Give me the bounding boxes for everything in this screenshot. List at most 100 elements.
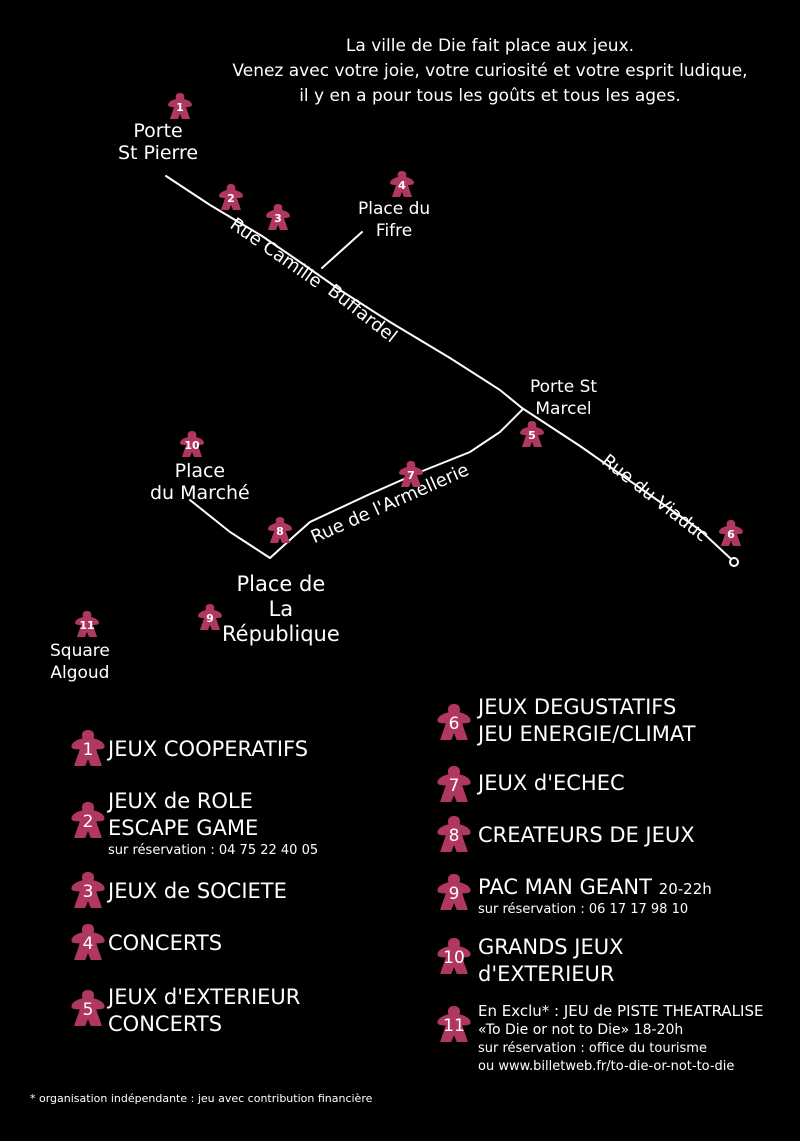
label-line: St Pierre: [118, 142, 199, 164]
label-line: Algoud: [50, 663, 110, 683]
label-line: La: [268, 597, 294, 621]
legend-text: «To Die or not to Die» 18-20h: [478, 1022, 684, 1038]
legend-subtext: sur réservation : office du tourisme: [478, 1041, 707, 1056]
meeple-icon: [198, 604, 222, 630]
label-line: Marcel: [535, 399, 592, 419]
meeple-icon: [180, 431, 204, 457]
legend-number: 11: [443, 1016, 465, 1036]
label-place-republique: Place de La République: [222, 572, 340, 647]
legend-item-9: PAC MAN GEANT 20-22h sur réservation : 0…: [478, 874, 712, 919]
legend-item-4: CONCERTS: [108, 930, 222, 957]
legend-number: 8: [448, 826, 460, 846]
intro-line: La ville de Die fait place aux jeux.: [345, 36, 635, 56]
label-line: République: [222, 622, 340, 646]
pin-number: 2: [227, 192, 235, 205]
label-line: Place de: [236, 572, 326, 596]
meeple-icon: [437, 816, 471, 852]
legend-subtext: sur réservation : 06 17 17 98 10: [478, 902, 689, 917]
legend-text: d'EXTERIEUR: [478, 962, 615, 986]
legend-number: 10: [443, 948, 465, 968]
legend-pin-11: 11: [436, 1004, 472, 1044]
label-line: Square: [50, 641, 110, 661]
legend-pin-7: 7: [436, 764, 472, 804]
legend-pin-6: 6: [436, 702, 472, 742]
map-pin-7: 7: [398, 460, 424, 488]
legend-text: JEUX COOPERATIFS: [108, 737, 309, 761]
meeple-icon: [71, 924, 105, 960]
pin-number: 3: [274, 212, 282, 225]
map-pin-6: 6: [718, 519, 744, 547]
legend-item-3: JEUX de SOCIETE: [108, 878, 287, 905]
legend-text: JEUX d'EXTERIEUR: [108, 985, 301, 1009]
legend-item-10: GRANDS JEUX d'EXTERIEUR: [478, 934, 623, 988]
meeple-icon: [437, 766, 471, 802]
legend-number: 6: [448, 714, 460, 734]
meeple-icon: [71, 730, 105, 766]
legend-text: JEUX DEGUSTATIFS: [478, 695, 677, 719]
legend-text: CONCERTS: [108, 931, 223, 955]
legend-pin-4: 4: [70, 922, 106, 962]
intro-line: il y en a pour tous les goûts et tous le…: [299, 86, 681, 106]
legend-item-2: JEUX de ROLE ESCAPE GAME sur réservation…: [108, 788, 318, 860]
label-line: Place: [174, 460, 226, 482]
meeple-icon: [437, 704, 471, 740]
pin-number: 5: [528, 429, 536, 442]
legend-pin-9: 9: [436, 872, 472, 912]
legend-item-6: JEUX DEGUSTATIFS JEU ENERGIE/CLIMAT: [478, 694, 695, 748]
legend-text: JEUX de SOCIETE: [108, 879, 287, 903]
legend-text: CREATEURS DE JEUX: [478, 823, 695, 847]
pin-number: 4: [398, 179, 406, 192]
map-pin-5: 5: [519, 420, 545, 448]
meeple-icon: [71, 990, 105, 1026]
label-square-algoud: Square Algoud: [50, 640, 110, 684]
label-line: Place du: [358, 199, 431, 219]
legend-pin-5: 5: [70, 988, 106, 1028]
meeple-icon: [437, 1006, 471, 1042]
legend-pin-2: 2: [70, 800, 106, 840]
street-line-camille-buffardel: [165, 175, 523, 409]
meeple-icon: [168, 93, 192, 119]
meeple-icon: [437, 874, 471, 910]
legend-number: 1: [82, 740, 94, 760]
legend-text: PAC MAN GEANT: [478, 875, 652, 899]
map-pin-4: 4: [389, 170, 415, 198]
pin-number: 6: [727, 528, 735, 541]
legend-number: 4: [82, 934, 94, 954]
label-line: Porte St: [530, 377, 598, 397]
legend-pin-1: 1: [70, 728, 106, 768]
street-line-armellerie: [269, 409, 523, 559]
meeple-icon: [390, 171, 414, 197]
map-pin-11: 11: [74, 610, 100, 638]
legend-item-7: JEUX d'ECHEC: [478, 770, 625, 797]
meeple-icon: [266, 204, 290, 230]
meeple-icon: [719, 520, 743, 546]
intro-text: La ville de Die fait place aux jeux. Ven…: [210, 34, 770, 109]
legend-item-8: CREATEURS DE JEUX: [478, 822, 695, 849]
meeple-icon: [71, 872, 105, 908]
legend-item-5: JEUX d'EXTERIEUR CONCERTS: [108, 984, 300, 1038]
footnote: * organisation indépendante : jeu avec c…: [30, 1092, 373, 1105]
label-place-du-marche: Place du Marché: [150, 460, 250, 504]
label-line: du Marché: [150, 482, 250, 504]
street-line-marche: [189, 499, 271, 559]
label-place-du-fifre: Place du Fifre: [358, 198, 430, 242]
legend-item-11: En Exclu* : JEU de PISTE THEATRALISE «To…: [478, 1002, 763, 1076]
map-pin-3: 3: [265, 203, 291, 231]
legend-pin-8: 8: [436, 814, 472, 854]
legend-text: JEUX de ROLE: [108, 789, 253, 813]
legend-text: CONCERTS: [108, 1012, 223, 1036]
legend-text: En Exclu* : JEU de PISTE THEATRALISE: [478, 1002, 764, 1020]
street-end-circle: [729, 557, 739, 567]
meeple-icon: [399, 461, 423, 487]
label-line: Porte: [133, 120, 183, 142]
legend-text: ESCAPE GAME: [108, 816, 259, 840]
map-pin-9: 9: [197, 603, 223, 631]
street-line-viaduc: [521, 407, 731, 559]
legend-subtext: ou www.billetweb.fr/to-die-or-not-to-die: [478, 1059, 735, 1074]
meeple-icon: [437, 938, 471, 974]
label-line: Fifre: [375, 221, 413, 241]
map-pin-10: 10: [179, 430, 205, 458]
label-porte-st-marcel: Porte St Marcel: [530, 376, 597, 420]
legend-subtext: sur réservation : 04 75 22 40 05: [108, 843, 319, 858]
pin-number: 7: [407, 469, 415, 482]
